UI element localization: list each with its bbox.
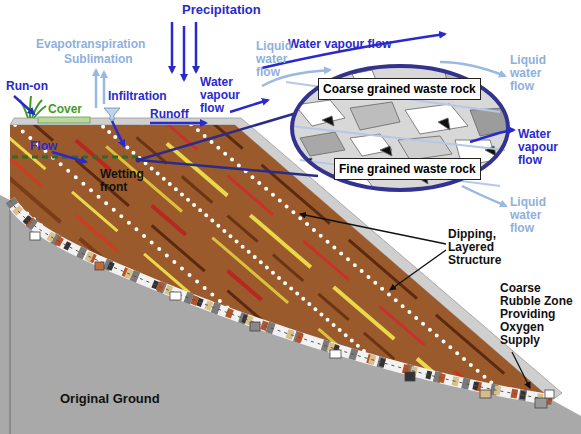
annotation-label: Water vapour flow: [518, 128, 568, 167]
coarse-rubble-zone: [10, 200, 552, 400]
evapotranspiration-arrows: [96, 70, 104, 108]
magnified-view-outline: [292, 66, 508, 190]
ground-edge: [9, 200, 11, 434]
annotation-label: Original Ground: [60, 392, 160, 406]
run-on-arrow: [14, 96, 34, 114]
liquid-water-arrow-right-bottom: [462, 186, 506, 206]
infiltration-arrow: [112, 121, 124, 146]
annotation-label: Liquid water flow: [256, 40, 306, 79]
magnified-view: [292, 66, 508, 190]
annotation-label: Infiltration: [108, 90, 167, 103]
leader-arrows: [300, 214, 530, 388]
box-text: Fine grained waste rock: [339, 163, 476, 176]
annotation-label: Liquid water flow: [510, 54, 560, 93]
annotation-label: Sublimation: [64, 53, 133, 66]
annotation-label: Water vapour flow: [288, 38, 392, 51]
runoff-arrow: [150, 122, 206, 125]
annotation-label: Run-on: [6, 80, 48, 93]
flow-arrow: [52, 152, 86, 162]
pile-top-surface: [10, 118, 562, 400]
water-vapour-arrow-right: [470, 130, 514, 142]
annotation-label: Liquid water flow: [510, 196, 560, 235]
liquid-water-arrow-right-top: [440, 62, 505, 76]
magnified-flow-lines: [262, 70, 505, 186]
zoom-point: [136, 158, 141, 163]
annotation-label: Wetting front: [100, 168, 156, 194]
legend-box: Coarse grained waste rock: [318, 78, 481, 100]
annotation-label: Water vapour flow: [200, 76, 248, 115]
precipitation-arrows: [172, 22, 196, 80]
infiltration-funnel: [104, 108, 120, 120]
annotation-label: Cover: [48, 103, 82, 116]
cover-layer: [38, 117, 90, 123]
annotation-label: Flow: [30, 140, 57, 153]
annotation-label: Evapotranspiration: [36, 38, 145, 51]
annotation-label: Precipitation: [182, 3, 261, 17]
annotation-label: Coarse Rubble Zone Providing Oxygen Supp…: [500, 282, 576, 347]
box-text: Coarse grained waste rock: [323, 83, 476, 96]
legend-box: Fine grained waste rock: [334, 158, 481, 180]
annotation-label: Runoff: [150, 108, 189, 121]
annotation-label: Dipping, Layered Structure: [448, 228, 520, 267]
